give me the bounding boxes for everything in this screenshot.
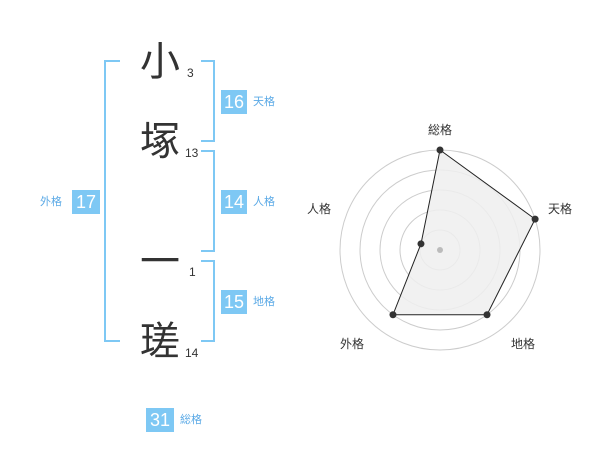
name-character-3: 一 [140,239,180,285]
stroke-count-4: 14 [185,346,199,360]
data-point-3 [389,311,397,319]
stroke-count-1: 3 [187,66,194,80]
axis-label-tenkaku: 天格 [548,202,573,216]
axis-label-chikaku: 地格 [511,337,536,351]
gaikaku-label: 外格 [40,195,62,208]
radar-polygon [392,149,536,316]
stroke-count-3: 1 [189,265,196,279]
soukaku-label: 総格 [180,413,202,426]
axis-label-gaikaku: 外格 [340,337,365,351]
chikaku-label: 地格 [253,295,275,308]
name-character-1: 小 [140,39,180,85]
tenkaku-value: 16 [221,90,247,114]
axis-label-soukaku: 総格 [428,123,453,137]
data-point-0 [436,146,444,154]
gaikaku-bracket [104,60,120,342]
data-point-1 [531,215,539,223]
chikaku-bracket [201,260,215,342]
stroke-count-2: 13 [185,146,199,160]
center-dot [437,247,443,253]
axis-label-jinkaku: 人格 [307,202,332,216]
data-point-2 [483,311,491,319]
chikaku-value: 15 [221,290,247,314]
name-character-2: 塚 [140,119,180,165]
jinkaku-label: 人格 [253,195,275,208]
tenkaku-label: 天格 [253,95,275,108]
name-character-4: 瑳 [140,319,180,365]
gaikaku-value: 17 [72,190,100,214]
data-point-4 [417,240,425,248]
soukaku-value: 31 [146,408,174,432]
jinkaku-bracket [201,150,215,252]
jinkaku-value: 14 [221,190,247,214]
tenkaku-bracket [201,60,215,142]
